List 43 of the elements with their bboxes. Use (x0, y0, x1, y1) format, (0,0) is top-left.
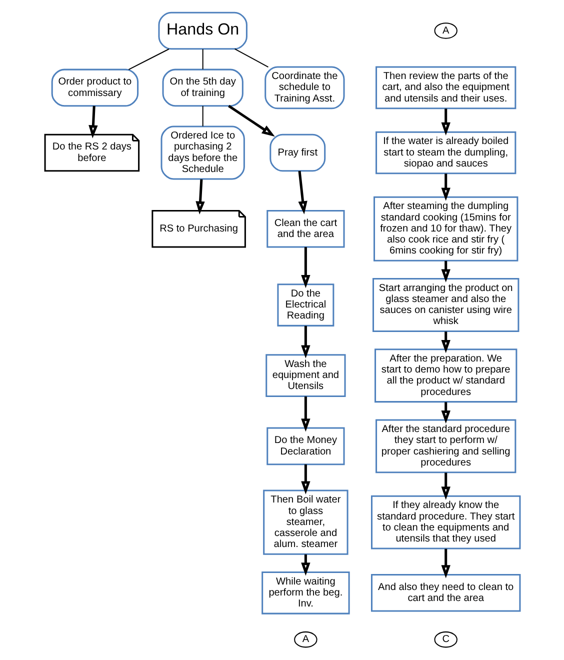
node-box: After the preparation. We start to demo how to prepare all the product w/ standard procedures (374, 348, 517, 403)
node-ellipse: A (294, 631, 317, 648)
arrow (298, 170, 307, 214)
node-box: Pray first (269, 134, 326, 172)
arrow (300, 396, 310, 432)
node-box: Hands On (158, 12, 247, 50)
node-ellipse: C (434, 631, 457, 648)
node-ellipse: A (434, 22, 457, 39)
arrow (440, 108, 450, 136)
arrow (440, 402, 450, 424)
node-box: Do the Electrical Reading (276, 284, 334, 326)
node-box: After steaming the dumpling standard cooking (15mins for frozen and 10 for thaw). They also cook rice and stir fry ( 6mins cooking for stir fry) (373, 196, 518, 262)
node-box: Do the Money Declaration (266, 427, 344, 466)
connector (234, 48, 268, 68)
node-box: After the standard procedure they start to perform w/ proper cashiering and selling procedures (375, 419, 516, 474)
node-box: Clean the cart and the area (266, 210, 344, 248)
node-box: If they already know the standard procedure. They start to clean the equipments and utensils that they used (370, 495, 520, 550)
arrow (228, 104, 274, 137)
node-box: And also they need to clean to cart and the area (370, 574, 520, 612)
arrow (440, 472, 450, 500)
arrow (440, 548, 450, 578)
connector (128, 48, 169, 70)
node-box: Start arranging the product on glass steamer and also the sauces on canister using wire whisk (372, 278, 519, 332)
node-box: Coordinate the schedule to Training Asst. (264, 66, 344, 110)
node-box: If the water is already boiled start to steam the dumpling, siopao and sauces (375, 131, 516, 174)
arrow (300, 326, 310, 358)
node-box: Order product to commissary (50, 68, 138, 107)
connector (202, 49, 203, 70)
node-box: Then review the parts of the cart, and also the equipment and utensils and their uses. (375, 66, 516, 110)
arrow (300, 247, 310, 288)
arrow (300, 554, 310, 576)
arrow (195, 179, 204, 215)
arrow (440, 332, 450, 354)
arrow (300, 464, 310, 494)
node-box: Then Boil water to glass steamer, casserole and alum. steamer (262, 490, 348, 555)
node-box: While waiting perform the beg. Inv. (261, 571, 350, 614)
node-box: Ordered Ice to purchasing 2 days before the Schedule (160, 126, 244, 180)
node-box: Wash the equipment and Utensils (265, 354, 346, 398)
connector (202, 106, 203, 126)
arrow (88, 106, 98, 138)
node-box: On the 5th day of training (162, 68, 243, 107)
arrow (440, 260, 450, 282)
arrow (440, 174, 450, 201)
